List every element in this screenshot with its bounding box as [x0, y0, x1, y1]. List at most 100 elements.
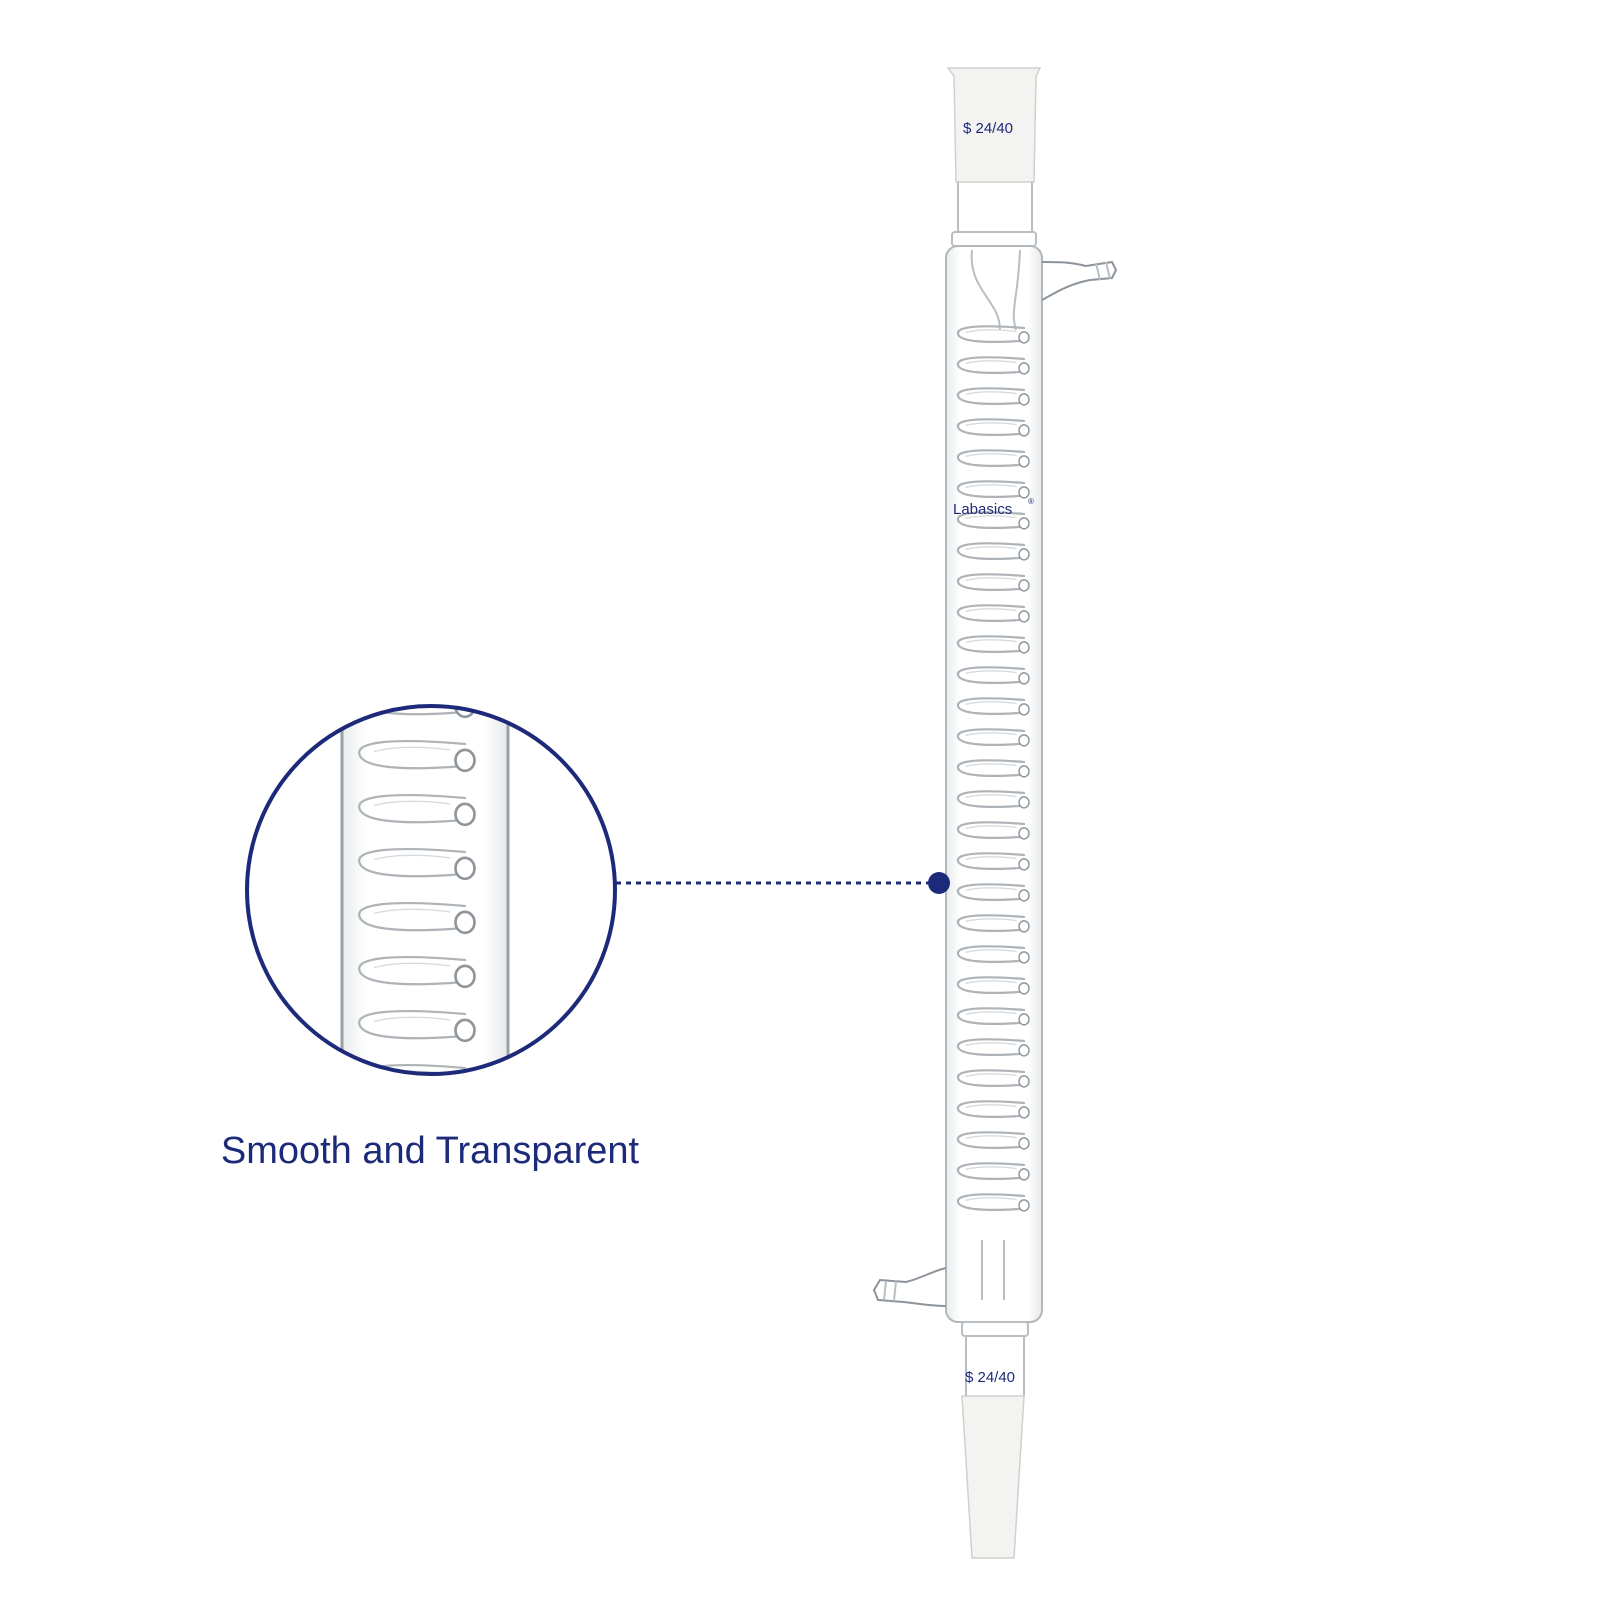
coil-highlight	[965, 1104, 1017, 1108]
coil-loop	[956, 759, 1026, 777]
upper-barb-ridges	[1095, 261, 1111, 281]
coil-tube-end	[1018, 765, 1030, 778]
magnified-coil	[358, 706, 476, 1074]
coil-highlight	[373, 962, 451, 969]
bottom-inner-tube	[981, 1240, 1005, 1300]
coil-tube-end	[1018, 920, 1030, 933]
coil-highlight	[965, 887, 1017, 891]
inner-core	[970, 249, 1021, 331]
coil-highlight	[373, 800, 451, 807]
coil-tube-end	[1018, 486, 1030, 499]
coil-loop	[358, 1063, 467, 1074]
lower-hose-barb	[872, 1267, 947, 1307]
inner-coil	[956, 325, 1030, 1212]
coil-tube-end	[454, 964, 476, 989]
coil-tube-end	[1018, 1199, 1030, 1212]
coil-loop	[956, 511, 1026, 529]
coil-tube-end	[1018, 796, 1030, 809]
coil-loop	[956, 325, 1026, 343]
coil-loop	[956, 883, 1026, 901]
coil-highlight	[965, 515, 1017, 519]
coil-highlight	[373, 908, 451, 915]
coil-loop	[956, 1162, 1026, 1180]
coil-loop	[956, 418, 1026, 436]
coil-highlight	[373, 854, 451, 861]
coil-highlight	[373, 1016, 451, 1023]
coil-tube-end	[454, 856, 476, 881]
coil-highlight	[965, 546, 1017, 550]
coil-tube-end	[454, 910, 476, 935]
coil-loop	[956, 914, 1026, 932]
coil-highlight	[965, 949, 1017, 953]
coil-loop	[358, 847, 467, 878]
coil-highlight	[965, 577, 1017, 581]
coil-highlight	[965, 732, 1017, 736]
top-joint-label: $ 24/40	[963, 120, 1013, 137]
allihn-condenser: $ 24/40 $ 24/40 L	[872, 67, 1118, 1559]
coil-tube-end	[1018, 951, 1030, 964]
coil-tube-end	[1018, 641, 1030, 654]
coil-highlight	[965, 701, 1017, 705]
coil-tube-end	[1018, 889, 1030, 902]
coil-loop	[956, 449, 1026, 467]
coil-tube-end	[454, 1072, 476, 1074]
coil-highlight	[965, 422, 1017, 426]
coil-loop	[358, 1009, 467, 1040]
coil-tube-end	[1018, 1075, 1030, 1088]
coil-tube-end	[1018, 1013, 1030, 1026]
coil-loop	[956, 635, 1026, 653]
coil-tube-end	[1018, 610, 1030, 623]
brand-logo: Labasics	[953, 501, 1012, 518]
bottom-collar	[961, 1321, 1029, 1337]
coil-highlight	[965, 484, 1017, 488]
coil-tube-end	[1018, 1106, 1030, 1119]
coil-loop	[956, 1131, 1026, 1149]
coil-loop	[956, 821, 1026, 839]
coil-highlight	[965, 670, 1017, 674]
coil-loop	[358, 901, 467, 932]
coil-tube-end	[1018, 548, 1030, 561]
coil-highlight	[965, 608, 1017, 612]
coil-highlight	[965, 453, 1017, 457]
coil-tube-end	[1018, 1168, 1030, 1181]
coil-highlight	[965, 1073, 1017, 1077]
coil-tube-end	[454, 1018, 476, 1043]
coil-highlight	[373, 746, 451, 753]
top-collar	[951, 231, 1037, 247]
callout-marker-icon	[928, 872, 950, 894]
coil-loop	[956, 697, 1026, 715]
coil-highlight	[965, 825, 1017, 829]
coil-loop	[358, 739, 467, 770]
coil-loop	[956, 1193, 1026, 1211]
coil-loop	[956, 945, 1026, 963]
coil-tube-end	[1018, 393, 1030, 406]
magnified-detail	[245, 704, 617, 1076]
coil-loop	[956, 604, 1026, 622]
coil-tube-end	[1018, 362, 1030, 375]
coil-highlight	[965, 329, 1017, 333]
coil-tube-end	[1018, 455, 1030, 468]
bottom-ground-joint	[961, 1395, 1025, 1559]
coil-loop	[358, 955, 467, 986]
coil-tube-end	[1018, 827, 1030, 840]
coil-highlight	[965, 856, 1017, 860]
feature-caption: Smooth and Transparent	[220, 1130, 640, 1172]
coil-loop	[956, 1100, 1026, 1118]
coil-highlight	[965, 763, 1017, 767]
coil-loop	[956, 542, 1026, 560]
coil-tube-end	[1018, 672, 1030, 685]
coil-highlight	[965, 639, 1017, 643]
coil-tube-end	[1018, 858, 1030, 871]
coil-loop	[956, 790, 1026, 808]
coil-loop	[956, 976, 1026, 994]
zoom-callout	[616, 872, 950, 894]
coil-loop	[956, 1007, 1026, 1025]
coil-highlight	[965, 391, 1017, 395]
coil-loop	[358, 706, 467, 716]
coil-loop	[956, 1069, 1026, 1087]
coil-loop	[956, 666, 1026, 684]
bottom-joint-label: $ 24/40	[965, 1369, 1015, 1386]
coil-loop	[956, 387, 1026, 405]
